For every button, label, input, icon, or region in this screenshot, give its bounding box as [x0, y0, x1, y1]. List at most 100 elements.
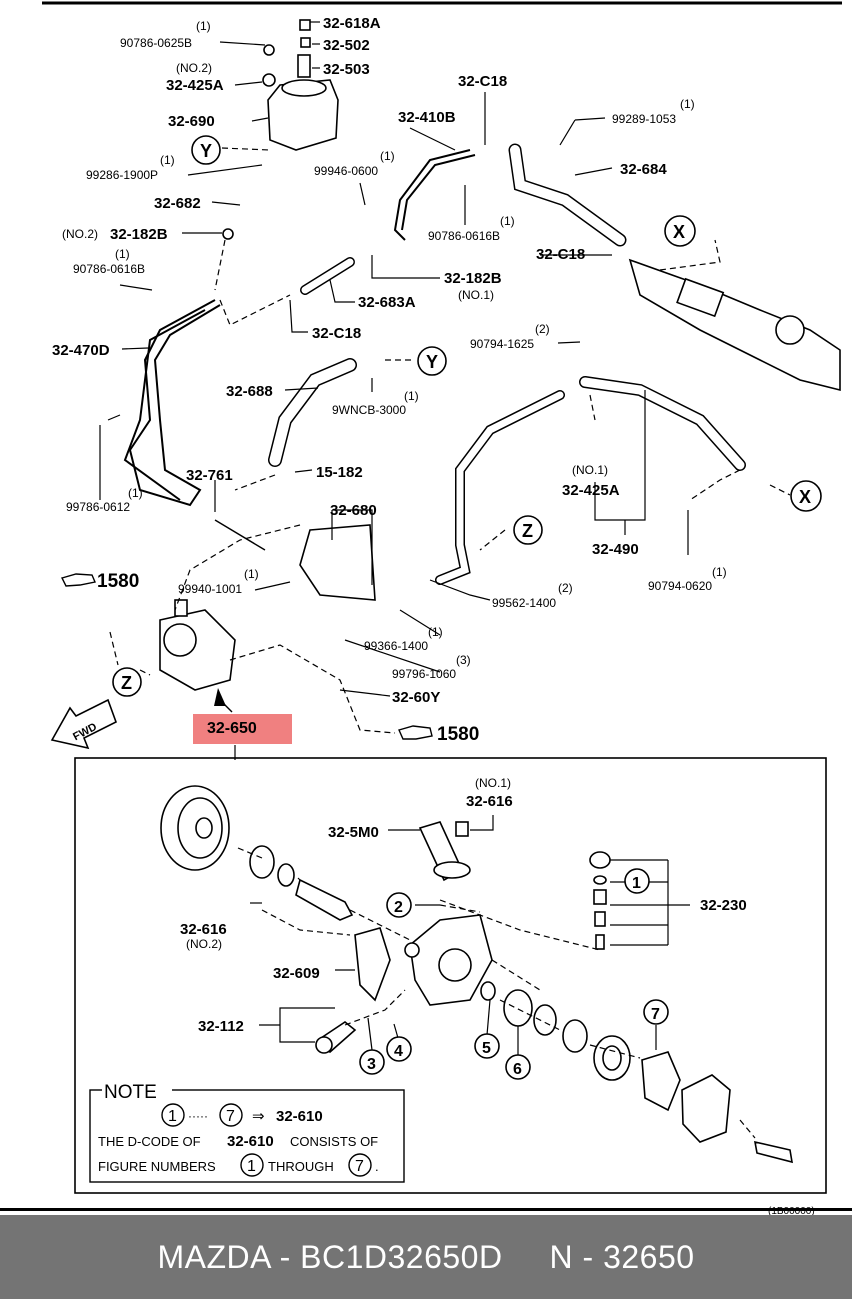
ref-1580-b: 1580 — [437, 724, 479, 745]
label-99562-1400: 99562-1400 — [492, 596, 556, 610]
label-32-c18-c: 32-C18 — [312, 325, 361, 342]
qty-99366: (1) — [428, 625, 443, 639]
note-title: NOTE — [104, 1082, 157, 1103]
label-32-503: 32-503 — [323, 61, 370, 78]
label-99946-0600: 99946-0600 — [314, 164, 378, 178]
pump-body — [404, 914, 493, 1006]
label-32-112: 32-112 — [198, 1018, 244, 1035]
label-32-5m0: 32-5M0 — [328, 824, 379, 841]
label-9wncb-3000: 9WNCB-3000 — [332, 403, 406, 417]
highlighted-part-32-650[interactable]: 32-650 — [193, 714, 292, 744]
pipe-32-410b — [393, 149, 471, 241]
no1-tag-a: (NO.1) — [458, 288, 494, 302]
svg-text:7: 7 — [651, 1006, 660, 1023]
note-box: NOTE 1 ····· 7 ⇒ 32-610 THE D-CODE OF 32… — [89, 1080, 405, 1183]
pointing-hand-icon-2 — [398, 725, 433, 740]
qty-9wncb: (1) — [404, 389, 419, 403]
qty-90786-0616b-a: (1) — [115, 247, 130, 261]
svg-text:6: 6 — [513, 1061, 522, 1078]
svg-text:2: 2 — [394, 899, 403, 916]
pipe-32-470d — [128, 299, 221, 507]
no2-tag-a: (NO.2) — [176, 61, 212, 75]
highlighted-part-label: 32-650 — [207, 720, 257, 737]
svg-text:7: 7 — [226, 1108, 235, 1125]
qty-99946: (1) — [380, 149, 395, 163]
callout-5: 5 — [474, 1033, 500, 1059]
qty-90786-0625b: (1) — [196, 19, 211, 33]
label-32-182b-a: 32-182B — [110, 226, 168, 243]
svg-text:X: X — [799, 487, 811, 507]
qty-99940: (1) — [244, 567, 259, 581]
label-99366-1400: 99366-1400 — [364, 639, 428, 653]
no2-tag-b: (NO.2) — [62, 227, 98, 241]
label-32-616-a: 32-616 — [466, 793, 513, 810]
label-32-230: 32-230 — [700, 897, 747, 914]
callout-2: 2 — [386, 892, 412, 918]
svg-text:⇒: ⇒ — [252, 1108, 265, 1125]
parts-diagram: 32-618A 32-502 32-503 (1) 90786-0625B (N… — [42, 1, 842, 1215]
svg-text:1: 1 — [247, 1158, 256, 1175]
pointing-hand-icon — [60, 573, 96, 587]
bracket-32-680 — [299, 524, 376, 601]
exploded-view-frame — [74, 757, 827, 1194]
svg-text:·····: ····· — [188, 1109, 208, 1123]
label-32-684: 32-684 — [620, 161, 667, 178]
svg-text:32-610: 32-610 — [276, 1108, 323, 1125]
label-32-470d: 32-470D — [52, 342, 110, 359]
outlet-fitting-32-5m0 — [418, 821, 471, 882]
qty-90786-0616b-b: (1) — [500, 214, 515, 228]
pressure-switch-32-112 — [315, 1021, 357, 1054]
label-32-690: 32-690 — [168, 113, 215, 130]
qty-90794-0620: (1) — [712, 565, 727, 579]
qty-99286: (1) — [160, 153, 175, 167]
label-32-425a-mid: 32-425A — [562, 482, 620, 499]
bracket-32-609 — [354, 927, 391, 1002]
svg-text:1: 1 — [632, 875, 641, 892]
qty-99796: (3) — [456, 653, 471, 667]
label-90794-0620: 90794-0620 — [648, 579, 712, 593]
callout-z-left: Z — [112, 667, 142, 697]
label-32-425a-top: 32-425A — [166, 77, 224, 94]
label-99289-1053: 99289-1053 — [612, 112, 676, 126]
svg-text:4: 4 — [394, 1043, 403, 1060]
svg-text:Y: Y — [200, 141, 212, 161]
callout-z-right: Z — [513, 515, 543, 545]
svg-text:FIGURE NUMBERS: FIGURE NUMBERS — [98, 1159, 216, 1174]
callout-4: 4 — [386, 1036, 412, 1062]
label-90786-0616b-a: 90786-0616B — [73, 262, 145, 276]
callout-7: 7 — [643, 999, 669, 1025]
label-32-182b-b: 32-182B — [444, 270, 502, 287]
svg-text:7: 7 — [355, 1158, 364, 1175]
qty-99786: (1) — [128, 486, 143, 500]
no2-tag-c: (NO.2) — [186, 937, 222, 951]
callout-y-mid: Y — [417, 346, 447, 376]
qty-99289: (1) — [680, 97, 695, 111]
footer-section: N - 32650 — [549, 1238, 695, 1275]
svg-text:CONSISTS OF: CONSISTS OF — [290, 1134, 378, 1149]
fwd-arrow — [50, 698, 117, 750]
footer-bar: MAZDA - BC1D32650D N - 32650 — [0, 1215, 852, 1299]
label-32-410b: 32-410B — [398, 109, 456, 126]
label-32-761: 32-761 — [186, 467, 233, 484]
label-99796-1060: 99796-1060 — [392, 667, 456, 681]
reservoir-tank — [262, 19, 339, 151]
footer-brand: MAZDA — [157, 1238, 271, 1275]
label-90786-0616b-b: 90786-0616B — [428, 229, 500, 243]
label-99786-0612: 99786-0612 — [66, 500, 130, 514]
label-32-502: 32-502 — [323, 37, 370, 54]
no1-tag-c: (NO.1) — [475, 776, 511, 790]
label-32-616-b: 32-616 — [180, 921, 227, 938]
label-32-490: 32-490 — [592, 541, 639, 558]
label-32-680: 32-680 — [330, 502, 377, 519]
svg-text:Z: Z — [522, 521, 533, 541]
label-32-688: 32-688 — [226, 383, 273, 400]
label-99940-1001: 99940-1001 — [178, 582, 242, 596]
label-90794-1625: 90794-1625 — [470, 337, 534, 351]
label-90786-0625b: 90786-0625B — [120, 36, 192, 50]
label-99286-1900p: 99286-1900P — [86, 168, 158, 182]
label-32-c18-a: 32-C18 — [458, 73, 507, 90]
footer-caption: MAZDA - BC1D32650D N - 32650 — [157, 1238, 695, 1275]
svg-text:1: 1 — [168, 1108, 177, 1125]
label-15-182: 15-182 — [316, 464, 363, 481]
pressure-hose-32-490 — [579, 376, 746, 471]
